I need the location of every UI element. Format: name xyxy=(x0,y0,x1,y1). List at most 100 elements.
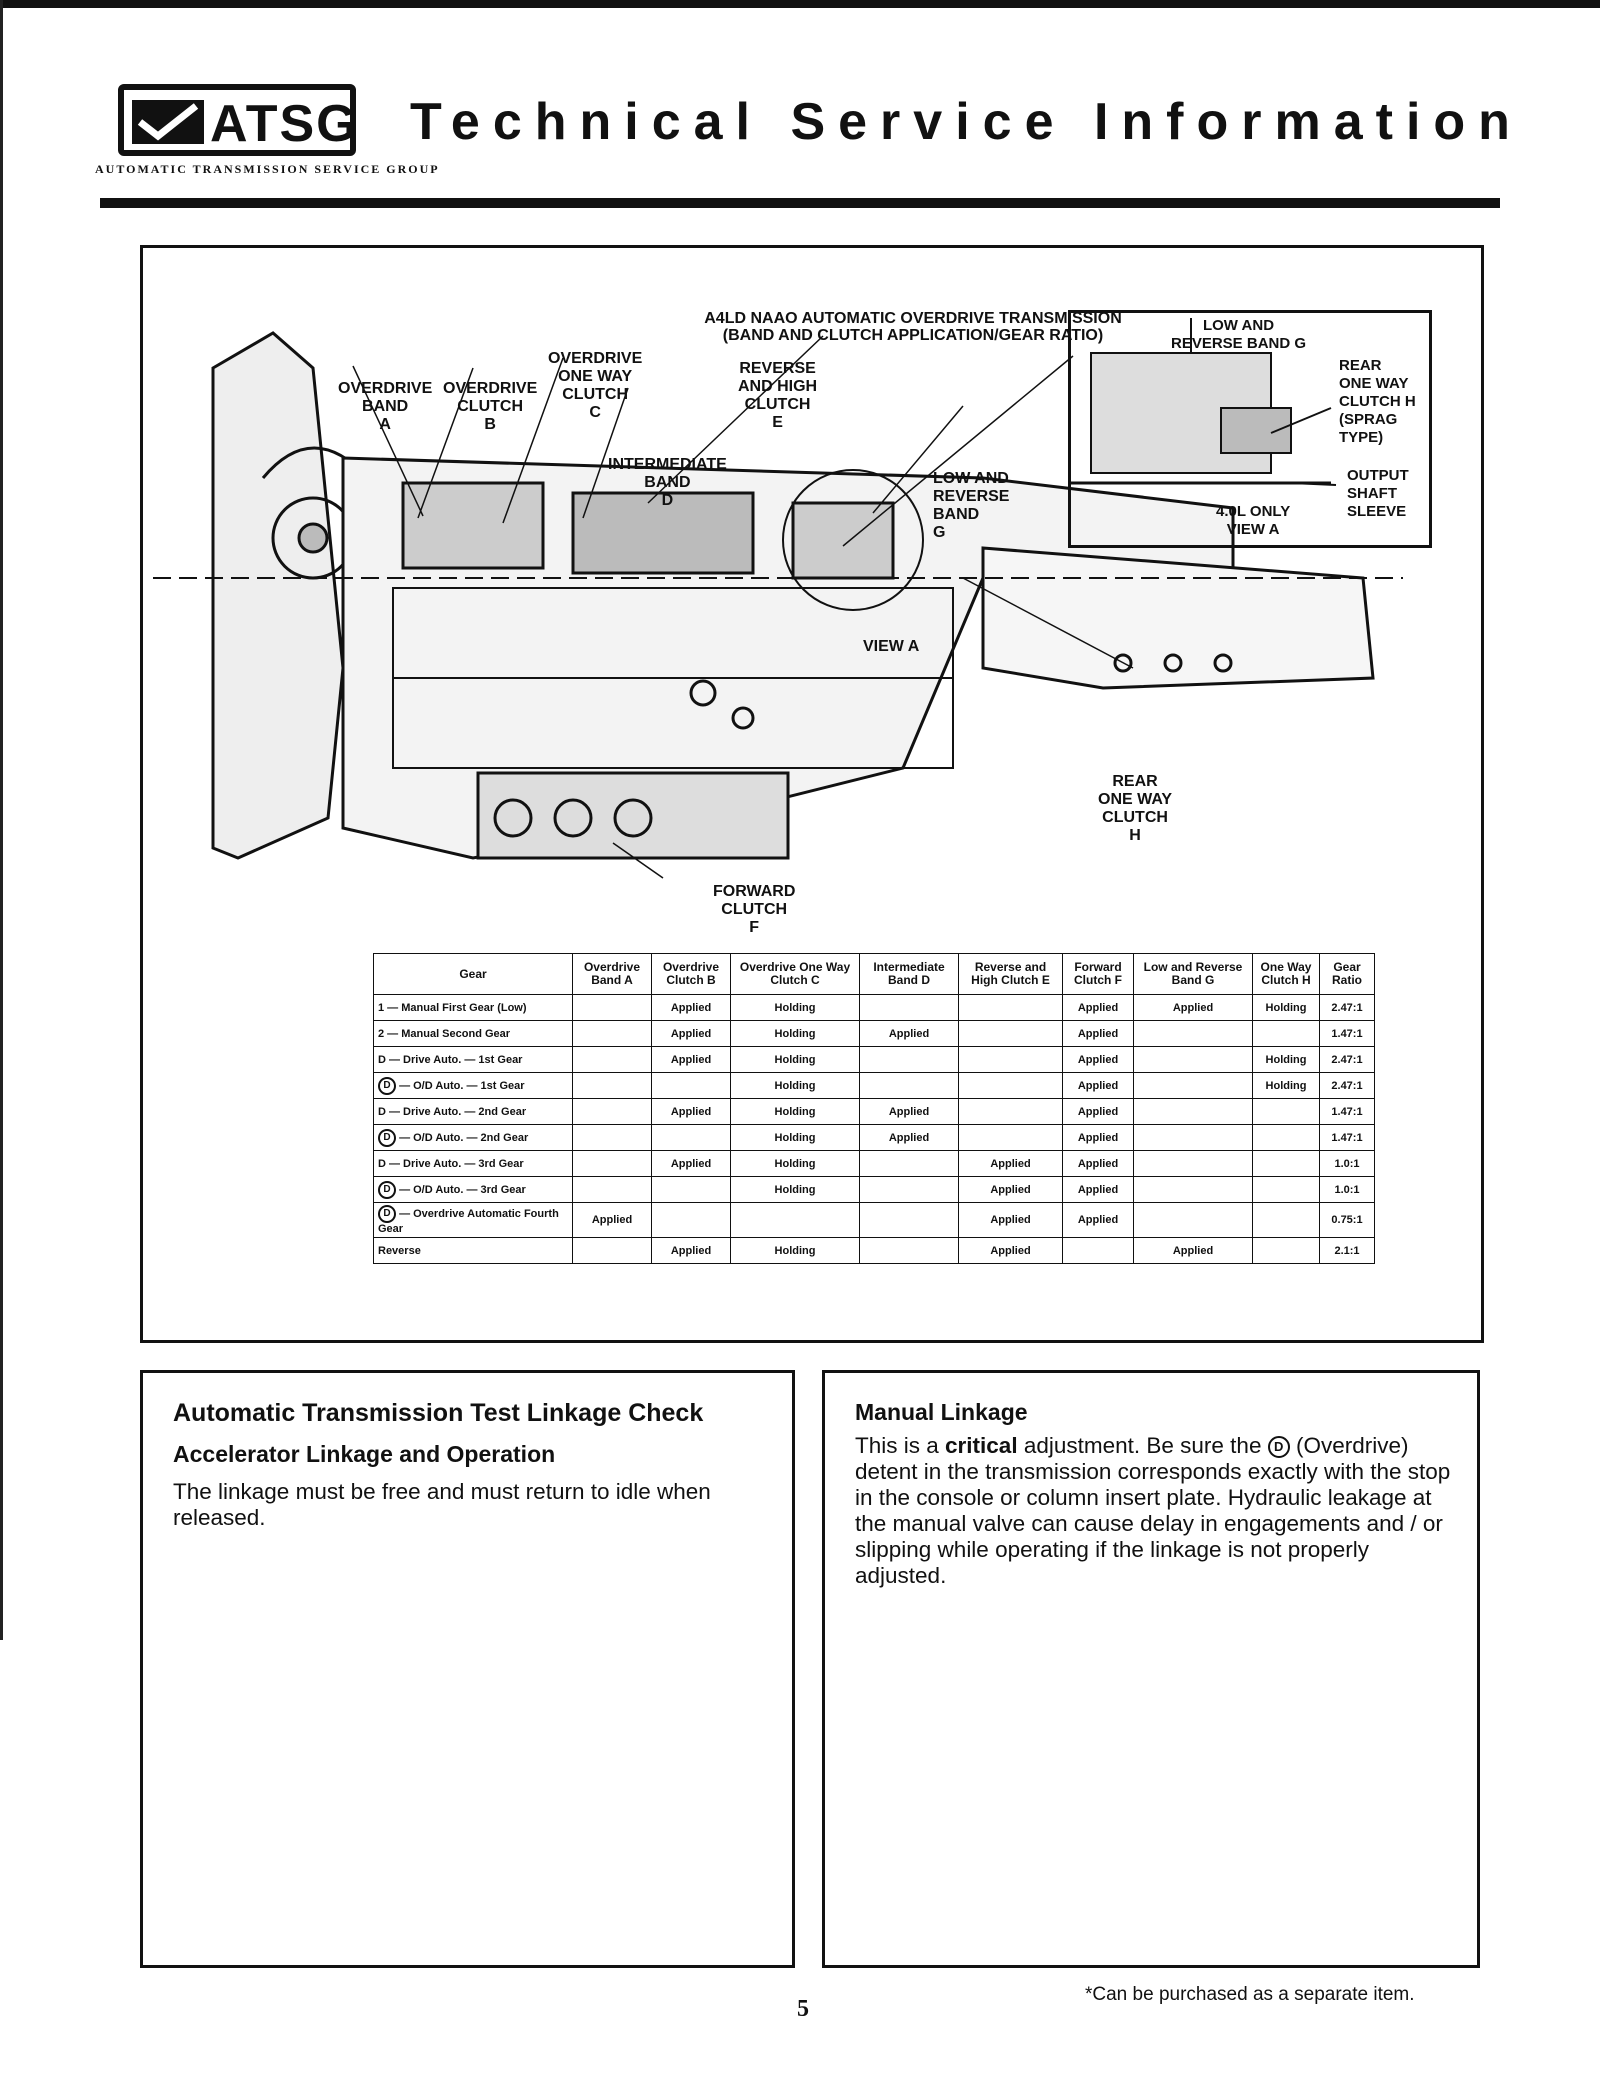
figure-title: A4LD NAAO AUTOMATIC OVERDRIVE TRANSMISSI… xyxy=(643,310,1183,344)
table-cell xyxy=(572,994,652,1021)
body-text-pre: This is a xyxy=(855,1433,946,1458)
table-cell xyxy=(1252,1150,1320,1177)
figure-title-line1: A4LD NAAO AUTOMATIC OVERDRIVE TRANSMISSI… xyxy=(704,310,1122,327)
header-rule xyxy=(100,198,1500,208)
table-cell: Holding xyxy=(730,1124,860,1151)
table-cell xyxy=(958,1098,1063,1125)
gear-cell: D — Drive Auto. — 2nd Gear xyxy=(373,1098,573,1125)
table-cell: Applied xyxy=(859,1098,959,1125)
col-header-owc-h: One Way Clutch H xyxy=(1252,953,1320,995)
table-cell xyxy=(572,1150,652,1177)
table-cell: Holding xyxy=(730,1072,860,1099)
gear-label: D — Drive Auto. — 2nd Gear xyxy=(378,1105,527,1118)
table-cell xyxy=(1252,1124,1320,1151)
table-cell: 1.47:1 xyxy=(1319,1020,1375,1047)
table-cell: Applied xyxy=(651,1020,731,1047)
col-header-int-band-d: Intermediate Band D xyxy=(859,953,959,995)
left-border xyxy=(0,0,3,1640)
table-cell: Applied xyxy=(958,1176,1063,1203)
table-cell: 2.47:1 xyxy=(1319,1046,1375,1073)
table-cell: 1.47:1 xyxy=(1319,1124,1375,1151)
table-cell xyxy=(1252,1176,1320,1203)
table-cell: Applied xyxy=(1062,994,1134,1021)
table-cell xyxy=(859,1237,959,1264)
table-cell xyxy=(1252,1237,1320,1264)
col-header-gear: Gear xyxy=(373,953,573,995)
table-cell: Applied xyxy=(651,1237,731,1264)
gear-label: 2 — Manual Second Gear xyxy=(378,1027,511,1040)
table-cell: Applied xyxy=(958,1150,1063,1177)
table-cell xyxy=(1133,1046,1253,1073)
table-cell: Applied xyxy=(1133,994,1253,1021)
gear-label: — O/D Auto. — 3rd Gear xyxy=(399,1183,526,1196)
gear-cell: D — O/D Auto. — 3rd Gear xyxy=(373,1176,573,1203)
linkage-check-heading: Automatic Transmission Test Linkage Chec… xyxy=(173,1399,704,1427)
gear-cell: D — O/D Auto. — 2nd Gear xyxy=(373,1124,573,1151)
transmission-cutaway-drawing xyxy=(153,331,1403,879)
table-cell: Holding xyxy=(730,1176,860,1203)
table-cell: Applied xyxy=(651,1150,731,1177)
gear-application-table: Gear Overdrive Band A Overdrive Clutch B… xyxy=(373,953,1375,1264)
gear-label: — O/D Auto. — 1st Gear xyxy=(399,1079,525,1092)
table-cell xyxy=(572,1046,652,1073)
gear-cell: D — Overdrive Automatic Fourth Gear xyxy=(373,1202,573,1238)
col-header-od-band-a: Overdrive Band A xyxy=(572,953,652,995)
gear-cell: 1 — Manual First Gear (Low) xyxy=(373,994,573,1021)
table-cell: Applied xyxy=(1062,1046,1134,1073)
table-cell xyxy=(859,1150,959,1177)
table-cell xyxy=(1133,1176,1253,1203)
gear-label: — Overdrive Automatic Fourth Gear xyxy=(378,1207,559,1235)
table-cell xyxy=(1133,1020,1253,1047)
manual-linkage-heading: Manual Linkage xyxy=(855,1399,1028,1425)
table-cell xyxy=(1133,1202,1253,1238)
table-cell xyxy=(958,1046,1063,1073)
table-cell: Holding xyxy=(730,1020,860,1047)
table-cell: 1.0:1 xyxy=(1319,1150,1375,1177)
table-cell: Applied xyxy=(1062,1020,1134,1047)
table-header-row: Gear Overdrive Band A Overdrive Clutch B… xyxy=(373,953,1375,995)
manual-linkage-panel: Manual Linkage This is a critical adjust… xyxy=(822,1370,1480,1968)
table-cell xyxy=(958,1124,1063,1151)
table-cell: Holding xyxy=(1252,994,1320,1021)
table-cell xyxy=(572,1098,652,1125)
table-cell: Applied xyxy=(958,1237,1063,1264)
table-cell xyxy=(958,1020,1063,1047)
gear-cell: D — Drive Auto. — 3rd Gear xyxy=(373,1150,573,1177)
table-cell xyxy=(572,1176,652,1203)
gear-label: 1 — Manual First Gear (Low) xyxy=(378,1001,527,1014)
table-cell: Applied xyxy=(859,1020,959,1047)
gear-cell: 2 — Manual Second Gear xyxy=(373,1020,573,1047)
gear-label: — O/D Auto. — 2nd Gear xyxy=(399,1131,529,1144)
table-cell: Applied xyxy=(651,1098,731,1125)
label-view-a: VIEW A xyxy=(863,638,920,655)
atsg-logo: ATSG xyxy=(118,84,357,156)
overdrive-symbol-icon: D xyxy=(378,1180,396,1199)
table-cell xyxy=(859,1072,959,1099)
table-cell: Holding xyxy=(730,1237,860,1264)
gear-cell: Reverse xyxy=(373,1237,573,1264)
table-cell xyxy=(730,1202,860,1238)
col-header-low-rev-g: Low and Reverse Band G xyxy=(1133,953,1253,995)
manual-linkage-body: This is a critical adjustment. Be sure t… xyxy=(855,1433,1455,1589)
page-title: Technical Service Information xyxy=(410,93,1523,151)
critical-text: critical xyxy=(945,1433,1018,1458)
linkage-check-panel: Automatic Transmission Test Linkage Chec… xyxy=(140,1370,795,1968)
footnote: *Can be purchased as a separate item. xyxy=(1085,1984,1415,2005)
table-cell: Applied xyxy=(1133,1237,1253,1264)
col-header-od-clutch-b: Overdrive Clutch B xyxy=(651,953,731,995)
